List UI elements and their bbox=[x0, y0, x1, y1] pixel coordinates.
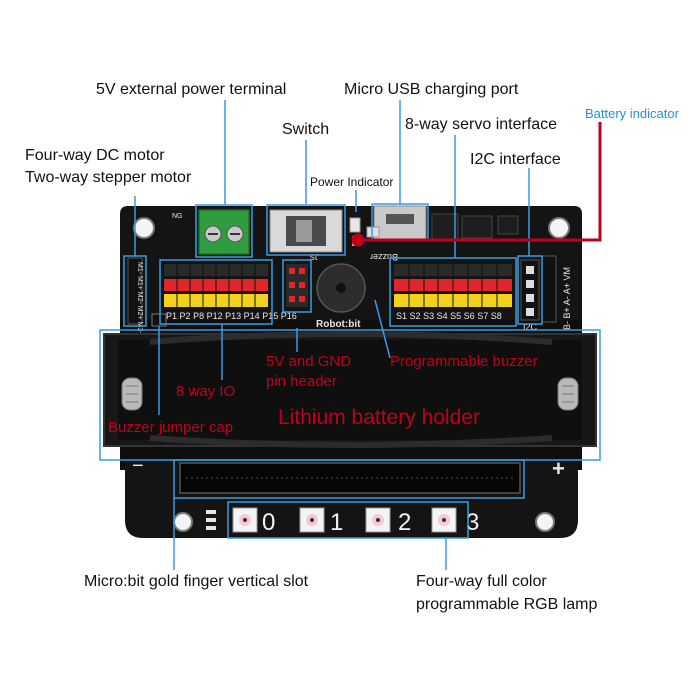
label-power-indicator: Power Indicator bbox=[310, 175, 394, 189]
holder-top-rim bbox=[149, 331, 553, 345]
frame-microbit-slot bbox=[173, 459, 525, 499]
frame-rgb-leds bbox=[227, 501, 469, 539]
js-silk-text: JS bbox=[310, 252, 319, 261]
motor-header-left bbox=[127, 257, 143, 325]
slide-switch bbox=[269, 209, 343, 253]
micro-usb-port bbox=[373, 205, 427, 241]
label-switch: Switch bbox=[282, 121, 330, 138]
rgb-led-2 bbox=[365, 507, 391, 533]
frame-five-v-gnd bbox=[282, 259, 312, 313]
label-i2c-interface: I2C interface bbox=[470, 151, 561, 168]
servo-pin-header bbox=[394, 264, 512, 307]
buzzer-silk-text: Buzzer bbox=[370, 252, 398, 262]
label-servo-interface: 8-way servo interface bbox=[405, 116, 558, 133]
mount-hole-top-left bbox=[133, 217, 155, 239]
rgb-number-1: 1 bbox=[330, 509, 343, 536]
frame-io-header bbox=[159, 259, 273, 325]
frame-dc-motor bbox=[123, 255, 147, 327]
power-terminal-block bbox=[198, 209, 250, 255]
rgb-number-0: 0 bbox=[262, 509, 275, 536]
leader-buzzer bbox=[374, 299, 391, 359]
battery-indicator-callout bbox=[351, 122, 602, 247]
mount-hole-bottom-left bbox=[173, 512, 193, 532]
microbit-slot bbox=[179, 462, 521, 494]
chips bbox=[431, 213, 519, 241]
battery-spring-right bbox=[557, 377, 579, 411]
frame-switch bbox=[266, 204, 346, 256]
buzzer bbox=[316, 263, 366, 313]
plus-sign: + bbox=[552, 456, 565, 481]
i2c-silk-text: I2C bbox=[523, 322, 538, 332]
usb-logo-icon bbox=[206, 510, 216, 530]
rgb-number-2: 2 bbox=[398, 509, 411, 536]
label-eight-way-io: 8 way IO bbox=[176, 383, 236, 400]
label-programmable-buzzer: Programmable buzzer bbox=[390, 353, 538, 370]
frame-i2c bbox=[517, 255, 543, 325]
i2c-header bbox=[520, 259, 540, 321]
minus-sign: − bbox=[132, 455, 144, 477]
motor-header-right bbox=[541, 255, 557, 323]
board-silkscreen: P1 P2 P8 P12 P13 P14 P15 P16 S1 S2 S3 S4… bbox=[136, 213, 572, 379]
label-power-terminal: 5V external power terminal bbox=[96, 81, 287, 98]
label-battery-indicator: Battery indicator bbox=[585, 106, 679, 121]
callouts bbox=[99, 100, 601, 570]
label-microbit-slot: Micro:bit gold finger vertical slot bbox=[84, 573, 309, 590]
five-v-gnd-header bbox=[286, 264, 308, 307]
label-micro-usb: Micro USB charging port bbox=[344, 81, 519, 98]
holder-bottom-rim bbox=[149, 435, 553, 448]
io-pin-labels: P1 P2 P8 P12 P13 P14 P15 P16 bbox=[166, 311, 297, 321]
label-rgb-1: Four-way full color bbox=[416, 573, 547, 590]
rgb-leds: 0 1 2 3 bbox=[232, 507, 479, 536]
frame-servo-interface bbox=[389, 257, 517, 327]
right-header-silk: B- B+ A- A+ VM bbox=[562, 267, 572, 330]
rgb-number-3: 3 bbox=[466, 509, 479, 536]
rgb-led-0 bbox=[232, 507, 258, 533]
servo-pin-labels: S1 S2 S3 S4 S5 S6 S7 S8 bbox=[396, 311, 502, 321]
label-dc-motor-1: Four-way DC motor bbox=[25, 147, 165, 164]
battery-holder-inner bbox=[118, 340, 582, 440]
label-five-v-gnd-2: pin header bbox=[266, 373, 337, 390]
label-five-v-gnd-1: 5V and GND bbox=[266, 353, 352, 370]
io-pin-header bbox=[164, 264, 268, 307]
brand-text: Robot:bit bbox=[316, 319, 361, 330]
mount-hole-bottom-right bbox=[535, 512, 555, 532]
battery-spring-left bbox=[121, 377, 143, 411]
label-lithium-battery-holder: Lithium battery holder bbox=[278, 406, 480, 429]
rgb-led-1 bbox=[299, 507, 325, 533]
rgb-led-3 bbox=[431, 507, 457, 533]
battery-holder bbox=[103, 331, 597, 448]
mount-hole-top-right bbox=[548, 217, 570, 239]
label-buzzer-jumper-cap: Buzzer jumper cap bbox=[108, 419, 234, 436]
label-rgb-2: programmable RGB lamp bbox=[416, 596, 598, 613]
label-dc-motor-2: Two-way stepper motor bbox=[25, 169, 192, 186]
battery-indicator-led bbox=[366, 226, 380, 238]
ng-silk-text: NG bbox=[172, 213, 183, 220]
left-header-silk: M1- M1+ M2- M2+ M3- M3+ M4- M4+ bbox=[136, 262, 143, 379]
frame-power-terminal bbox=[195, 204, 253, 258]
